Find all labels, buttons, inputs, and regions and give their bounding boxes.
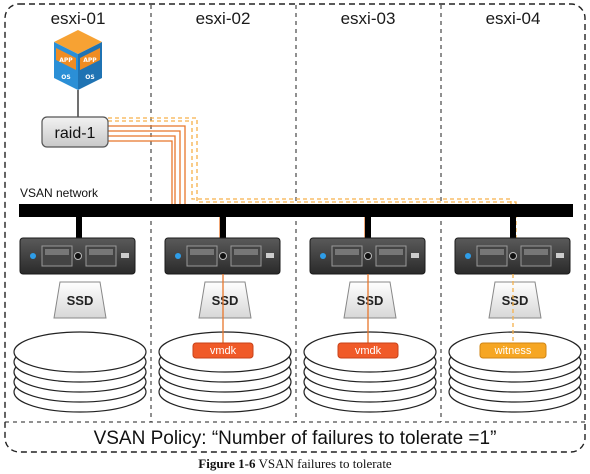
network-drop-esxi-02 (220, 217, 226, 239)
vsan-network-bar (19, 204, 573, 217)
vm-os-label: OS (85, 74, 94, 81)
ssd-label: SSD (212, 293, 239, 308)
ssd-esxi-02: SSD (198, 281, 252, 319)
vmdk-label: vmdk (210, 345, 237, 357)
server-esxi-02 (164, 237, 281, 275)
network-drop-esxi-03 (365, 217, 371, 239)
ssd-esxi-04: SSD (488, 281, 542, 319)
cluster-boundary (4, 3, 586, 453)
host-name-esxi-03: esxi-03 (341, 9, 396, 28)
host-name-esxi-02: esxi-02 (196, 9, 251, 28)
policy-text: VSAN Policy: “Number of failures to tole… (94, 428, 497, 449)
figure-caption-text: VSAN failures to tolerate (258, 456, 392, 471)
vmdk-tag-esxi-03: vmdk (337, 342, 399, 359)
vm-cube-icon: APP APP OS OS (54, 30, 102, 90)
vsan-diagram: esxi-01 esxi-02 esxi-03 esxi-04 APP APP … (4, 3, 586, 453)
host-name-esxi-01: esxi-01 (51, 9, 106, 28)
network-drop-esxi-04 (510, 217, 516, 239)
vm-app-label: APP (59, 57, 73, 64)
network-drop-esxi-01 (76, 217, 82, 239)
host-name-esxi-04: esxi-04 (486, 9, 541, 28)
ssd-label: SSD (502, 293, 529, 308)
vm-os-label: OS (61, 74, 70, 81)
ssd-esxi-01: SSD (53, 281, 107, 319)
vm-app-label: APP (83, 57, 97, 64)
ssd-label: SSD (67, 293, 94, 308)
raid-1-label: raid-1 (55, 125, 96, 142)
witness-label: witness (494, 345, 532, 357)
server-esxi-01 (19, 237, 136, 275)
ssd-esxi-03: SSD (343, 281, 397, 319)
figure-caption: Figure 1-6 VSAN failures to tolerate (0, 456, 590, 472)
server-esxi-04 (454, 237, 571, 275)
ssd-label: SSD (357, 293, 384, 308)
witness-tag-esxi-04: witness (479, 342, 547, 359)
disk-stack-esxi-03 (303, 331, 437, 413)
vsan-network-label: VSAN network (20, 186, 99, 200)
witness-path (108, 117, 517, 258)
vmdk-tag-esxi-02: vmdk (192, 342, 254, 359)
figure-number: Figure 1-6 (198, 456, 256, 471)
server-esxi-03 (309, 237, 426, 275)
disk-stack-esxi-04 (448, 331, 582, 413)
disk-stack-esxi-01 (13, 331, 147, 413)
raid-1-box (41, 116, 109, 148)
vmdk-label: vmdk (355, 345, 382, 357)
